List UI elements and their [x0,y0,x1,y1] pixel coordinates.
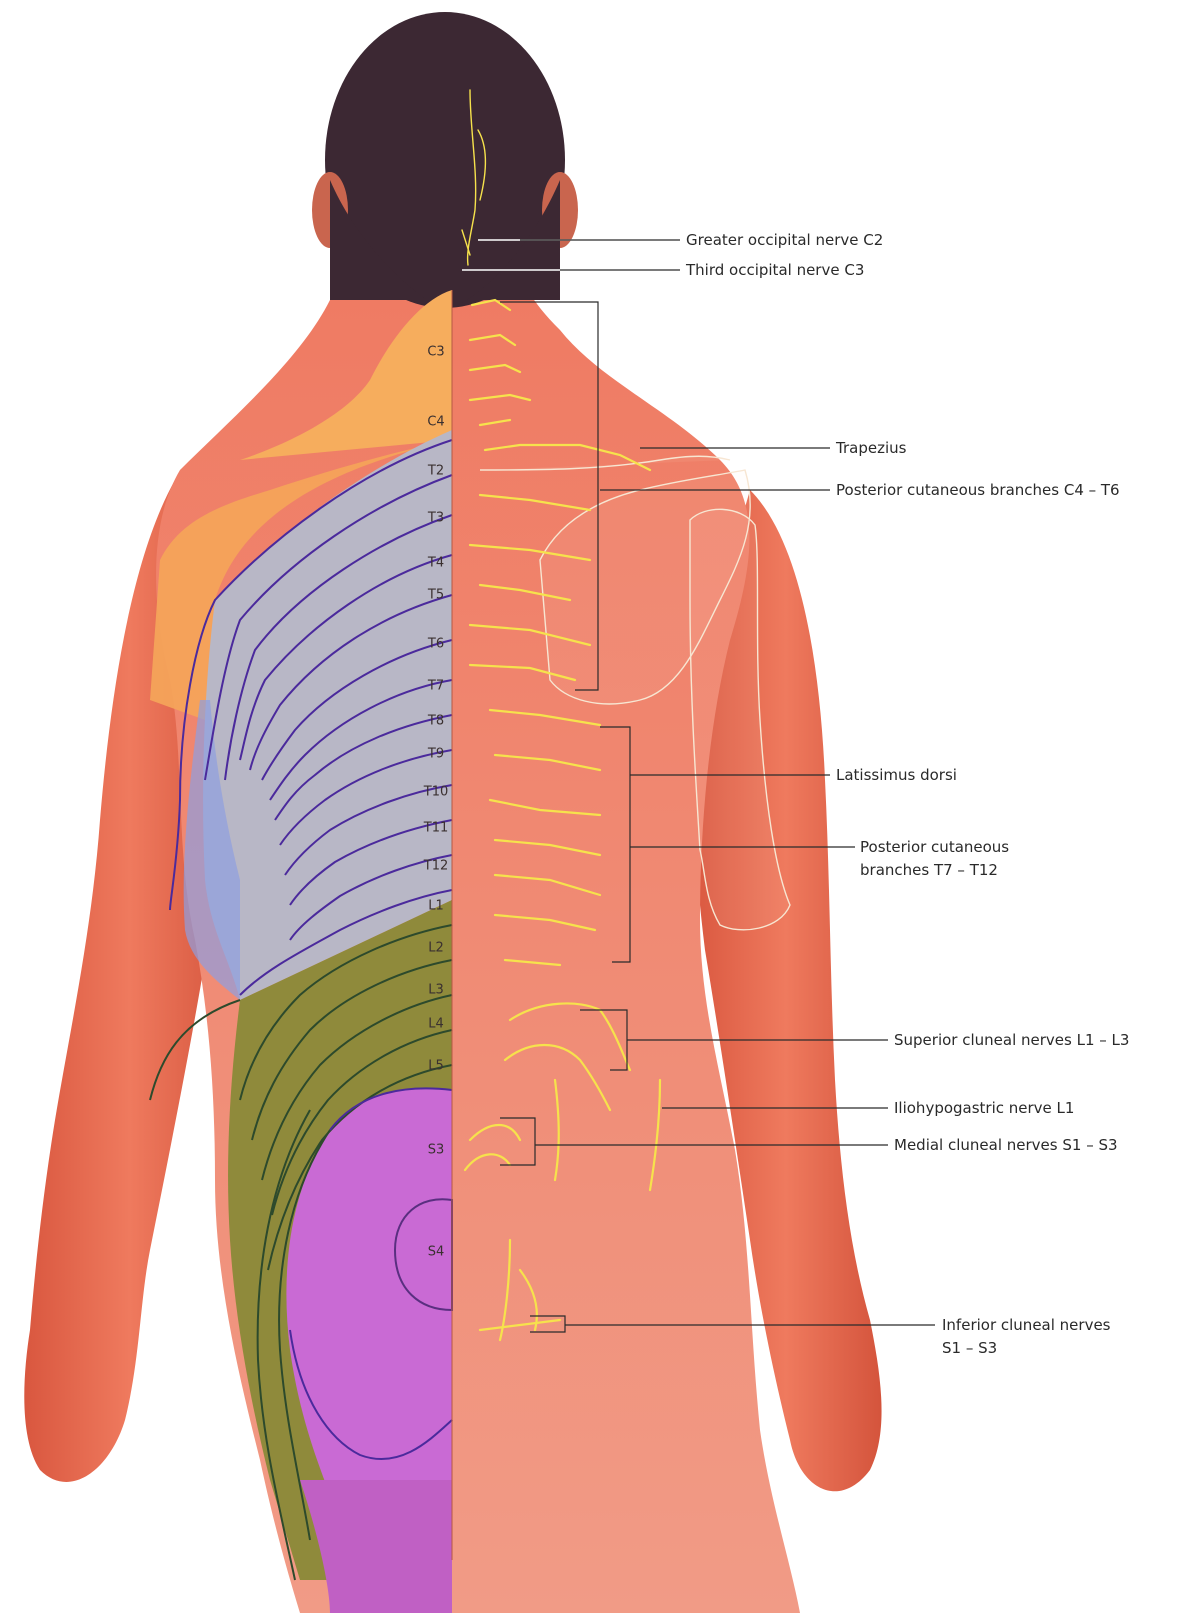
label-greater-occipital-nerve: Greater occipital nerve C2 [686,229,883,252]
label-inferior-cluneal-line1: Inferior cluneal nerves [942,1314,1111,1337]
segment-label-t8: T8 [428,714,444,729]
label-inferior-cluneal-line2: S1 – S3 [942,1337,1111,1360]
segment-label-l2: L2 [428,941,444,956]
label-medial-cluneal-nerves: Medial cluneal nerves S1 – S3 [894,1134,1118,1157]
segment-label-t5: T5 [428,588,444,603]
segment-label-s4: S4 [428,1245,445,1260]
segment-label-c4: C4 [427,415,444,430]
label-posterior-cutaneous-t7-t12-line1: Posterior cutaneous [860,836,1009,859]
segment-label-t9: T9 [428,747,444,762]
segment-label-l3: L3 [428,983,444,998]
label-latissimus-dorsi: Latissimus dorsi [836,764,957,787]
label-superior-cluneal-nerves: Superior cluneal nerves L1 – L3 [894,1029,1129,1052]
label-posterior-cutaneous-c4-t6: Posterior cutaneous branches C4 – T6 [836,479,1120,502]
segment-label-t6: T6 [428,637,444,652]
segment-label-t12: T12 [424,859,448,874]
segment-label-t10: T10 [424,785,448,800]
segment-label-t7: T7 [428,679,444,694]
label-posterior-cutaneous-t7-t12-line2: branches T7 – T12 [860,859,1009,882]
label-posterior-cutaneous-t7-t12: Posterior cutaneous branches T7 – T12 [860,836,1009,882]
segment-label-l5: L5 [428,1059,444,1074]
segment-label-s3: S3 [428,1143,445,1158]
label-third-occipital-nerve: Third occipital nerve C3 [686,259,864,282]
segment-label-t3: T3 [428,511,444,526]
segment-label-l1: L1 [428,899,444,914]
label-iliohypogastric-nerve: Iliohypogastric nerve L1 [894,1097,1074,1120]
segment-label-c3: C3 [427,345,444,360]
segment-label-t11: T11 [424,821,448,836]
label-inferior-cluneal-nerves: Inferior cluneal nerves S1 – S3 [942,1314,1111,1360]
segment-label-t2: T2 [428,464,444,479]
label-trapezius: Trapezius [836,437,906,460]
segment-label-t4: T4 [428,556,444,571]
segment-label-l4: L4 [428,1017,444,1032]
